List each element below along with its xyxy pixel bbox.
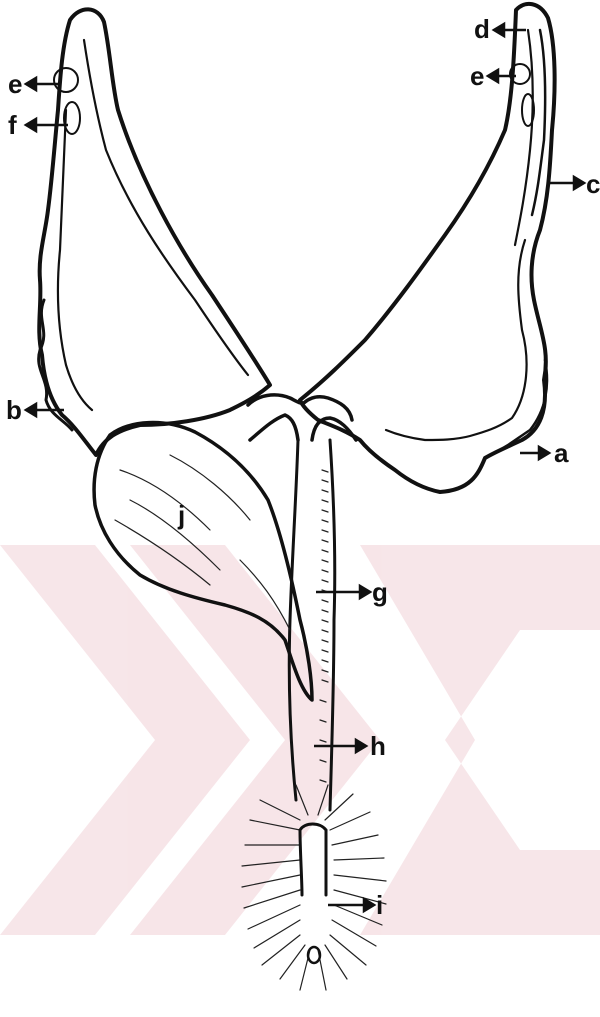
label-b: b — [6, 395, 22, 425]
label-g: g — [372, 577, 388, 607]
label-c: c — [586, 169, 600, 199]
right-horn-rim — [495, 30, 547, 452]
label-h: h — [370, 731, 386, 761]
left-horn-outline — [39, 9, 270, 455]
label-d: d — [474, 14, 490, 44]
label-j: j — [177, 500, 185, 530]
right-horn-outline — [300, 4, 555, 492]
label-a: a — [554, 438, 569, 468]
watermark-bar-right — [360, 545, 600, 935]
uterine-body — [248, 395, 356, 440]
label-e-right: e — [470, 61, 484, 91]
left-ovary-bump — [54, 68, 78, 92]
vulva-spot — [308, 947, 320, 963]
label-i: i — [376, 890, 383, 920]
label-f: f — [8, 110, 17, 140]
label-e-left: e — [8, 69, 22, 99]
left-horn-inner — [58, 40, 248, 410]
